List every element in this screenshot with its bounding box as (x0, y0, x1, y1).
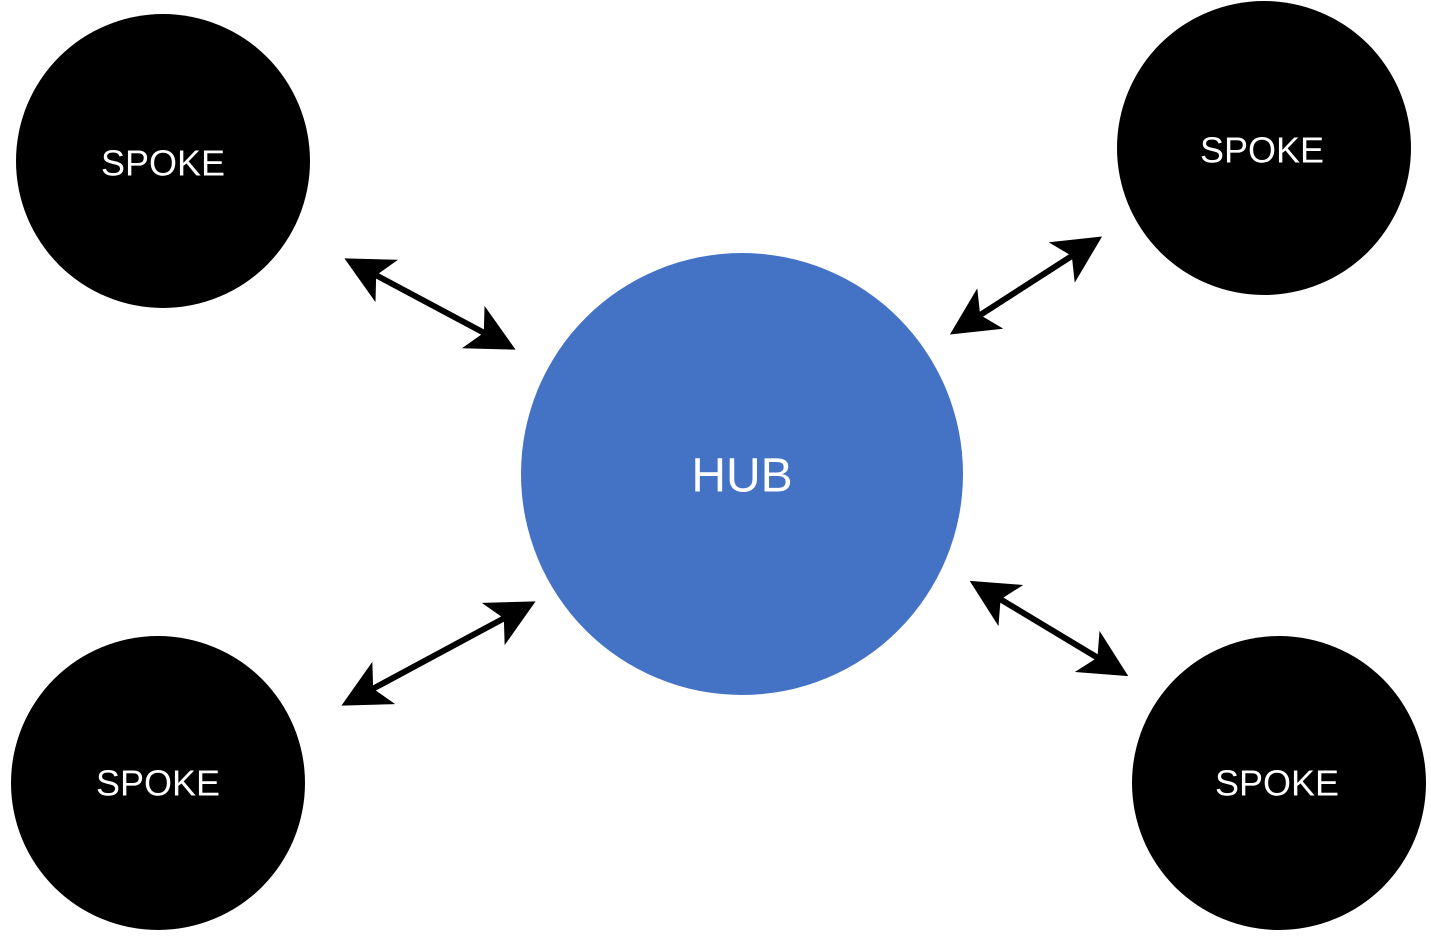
spoke-circle (16, 14, 310, 308)
arrow-hub-bottom-left (341, 601, 536, 706)
spoke-circle (1132, 636, 1426, 930)
arrow-hub-top-right (949, 236, 1103, 335)
arrow-hub-top-left (344, 258, 516, 350)
hub-circle (521, 253, 963, 695)
hub-node: HUB (521, 253, 963, 695)
spoke-label: SPOKE (1215, 763, 1339, 804)
spoke-circle (11, 636, 305, 930)
spoke-label: SPOKE (1200, 130, 1324, 171)
spoke-label: SPOKE (101, 143, 225, 184)
spoke-node-bottom-left: SPOKE (11, 636, 305, 930)
spoke-node-top-left: SPOKE (16, 14, 310, 308)
spoke-node-bottom-right: SPOKE (1132, 636, 1426, 930)
arrow-hub-bottom-right (969, 580, 1129, 677)
connections (341, 236, 1129, 706)
spoke-label: SPOKE (96, 763, 220, 804)
spoke-circle (1117, 1, 1411, 295)
spoke-node-top-right: SPOKE (1117, 1, 1411, 295)
hub-label: HUB (691, 450, 792, 503)
